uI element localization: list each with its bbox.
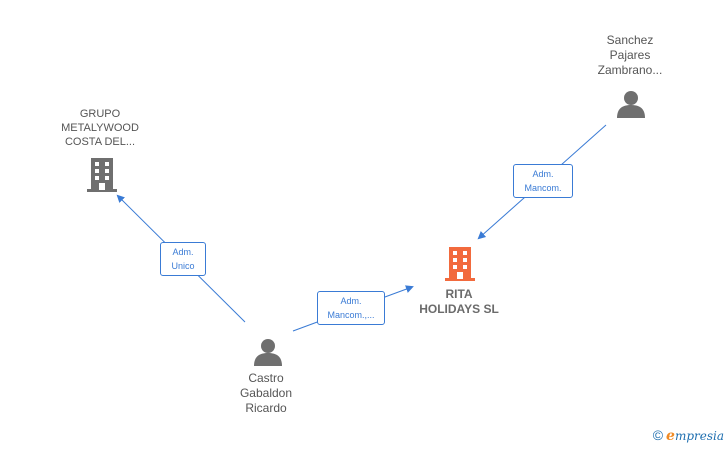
person-icon[interactable] <box>616 90 646 118</box>
empresia-brand: ©empresia <box>653 427 724 444</box>
person-icon[interactable] <box>253 338 283 366</box>
node-label-castro[interactable]: Castro Gabaldon Ricardo <box>239 371 293 415</box>
edge-label-castro-rita[interactable]: Adm. Mancom.,... <box>317 291 385 325</box>
edge-label-sanchez-rita[interactable]: Adm. Mancom. <box>513 164 573 198</box>
brand-logo-e: e <box>666 428 675 444</box>
brand-logo-text: mpresia <box>674 429 724 443</box>
copyright-symbol: © <box>652 427 664 443</box>
node-label-grupo[interactable]: GRUPO METALYWOOD COSTA DEL... <box>61 108 139 148</box>
node-label-sanchez[interactable]: Sanchez Pajares Zambrano... <box>597 33 663 77</box>
edge-label-castro-grupo[interactable]: Adm. Unico <box>160 242 206 276</box>
building-icon[interactable] <box>444 247 476 281</box>
building-icon[interactable] <box>86 158 118 192</box>
node-label-rita[interactable]: RITA HOLIDAYS SL <box>419 287 499 316</box>
